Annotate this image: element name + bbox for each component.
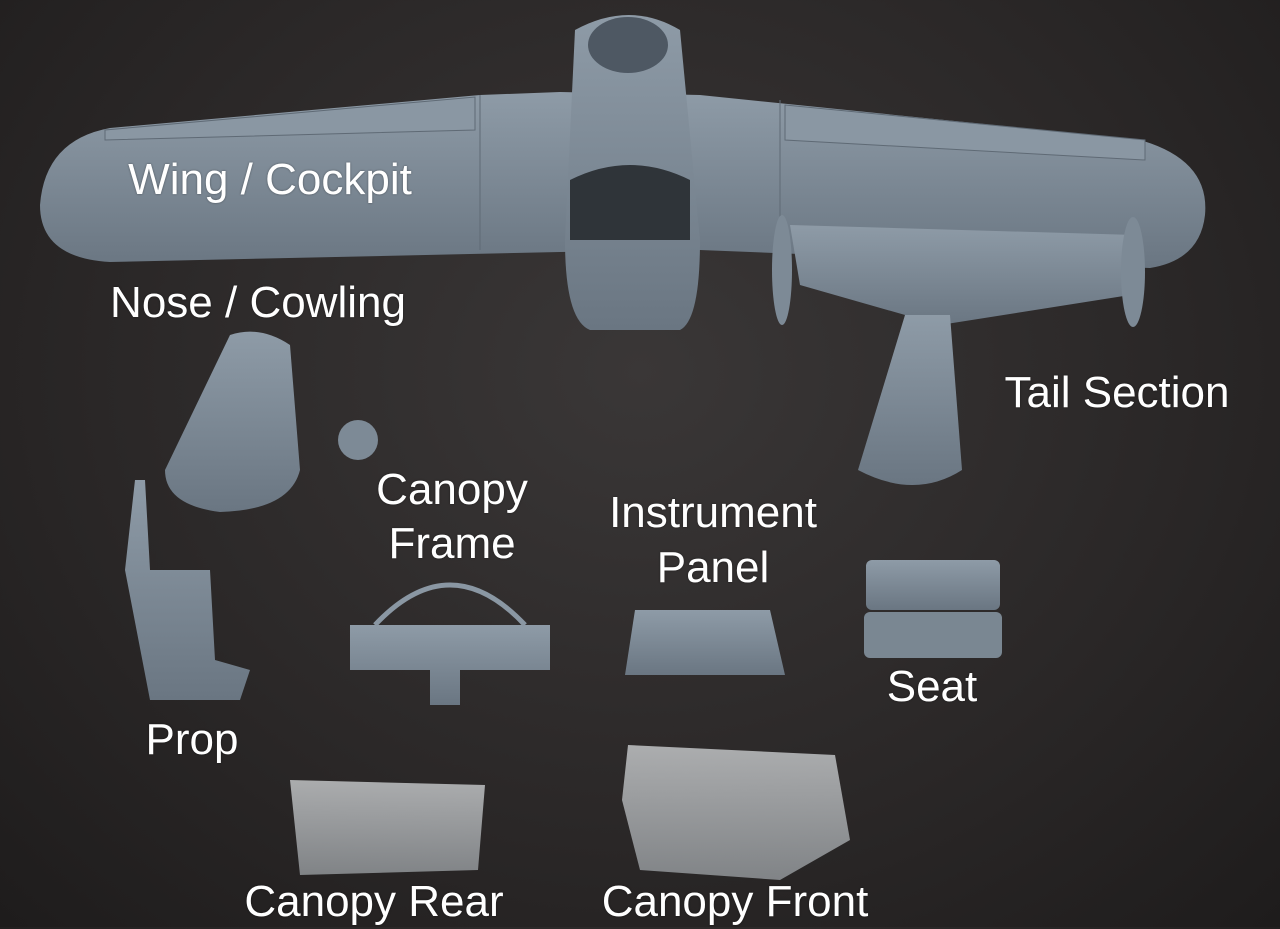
label-canopy-frame-line1: Canopy — [376, 465, 528, 514]
label-canopy-rear: Canopy Rear — [244, 877, 504, 926]
label-tail-section: Tail Section — [1004, 368, 1230, 417]
label-instrument-panel-line2: Panel — [656, 543, 770, 592]
canopy-front-part — [622, 745, 850, 880]
label-canopy-frame-line2: Frame — [388, 519, 516, 568]
seat-part — [866, 560, 1000, 610]
canopy-rear-part — [290, 780, 485, 875]
label-seat: Seat — [886, 662, 978, 711]
label-prop: Prop — [145, 715, 239, 764]
label-nose-cowling: Nose / Cowling — [110, 278, 406, 327]
prop-part — [125, 480, 250, 700]
label-wing-cockpit: Wing / Cockpit — [128, 155, 412, 204]
label-canopy-front: Canopy Front — [601, 877, 869, 926]
tail-part — [790, 225, 1135, 325]
canopy-frame-part — [350, 625, 550, 705]
label-instrument-panel-line1: Instrument — [609, 488, 817, 537]
nose-part — [165, 331, 300, 512]
instrument-panel-part — [625, 610, 785, 675]
